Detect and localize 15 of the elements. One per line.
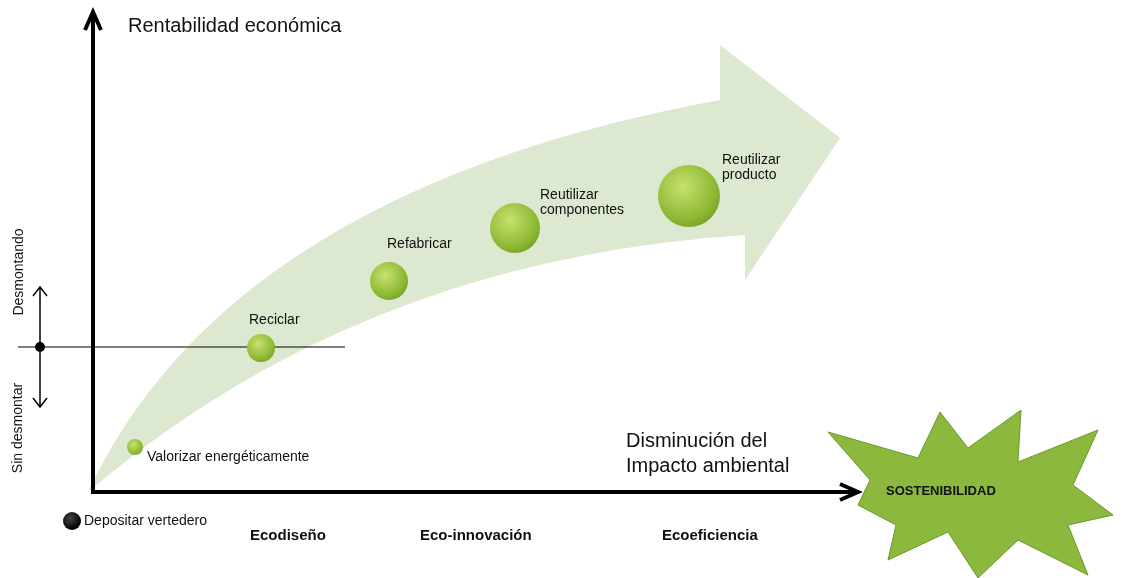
stage-label: Ecoeficiencia	[662, 526, 758, 543]
bubble-label: Depositar vertedero	[84, 513, 208, 529]
axis-label: Desmontando	[9, 228, 26, 316]
axis-title: Rentabilidad económica	[128, 14, 342, 37]
axis-title: Disminución del Impacto ambiental	[626, 428, 791, 478]
bubble-label: Valorizar energéticamente	[147, 449, 311, 465]
stage-label: Eco-innovación	[420, 526, 532, 543]
bubble	[63, 512, 81, 530]
bubble-label: Reciclar	[249, 312, 301, 328]
axis-label: Sin desmontar	[9, 382, 26, 474]
bubble-label: Refabricar	[387, 236, 453, 252]
bubble-label: Reutilizar componentes	[540, 187, 626, 218]
bubble-label: Reutilizar producto	[722, 152, 782, 183]
node-title: SOSTENIBILIDAD	[886, 483, 996, 498]
stage-label: Ecodiseño	[250, 526, 326, 543]
